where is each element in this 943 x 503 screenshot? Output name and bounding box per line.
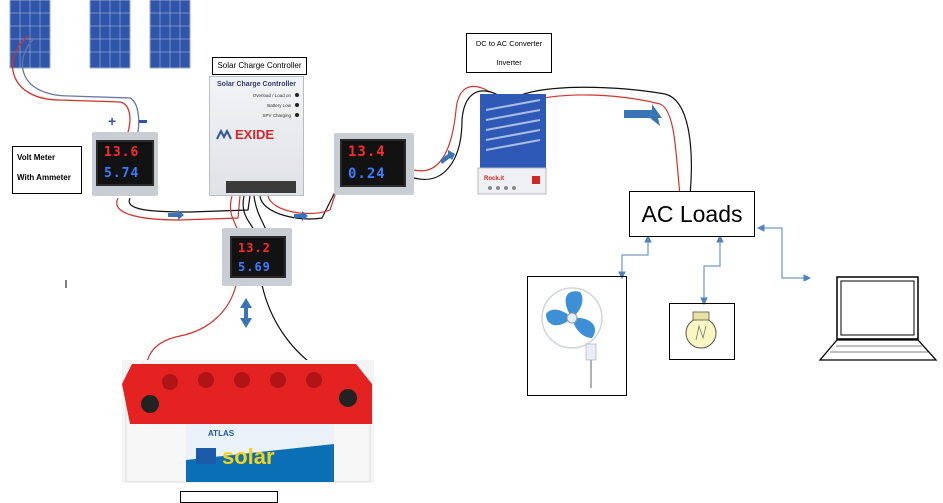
solar-panel-2	[89, 0, 131, 69]
controller-loadmeter-wires	[259, 179, 341, 220]
charge-controller-label: Solar Charge Controller	[212, 57, 307, 75]
indicator-overload: Overload / Load on	[252, 93, 291, 98]
volt-meter-label-line2: With Ammeter	[17, 173, 71, 182]
solar-panels	[9, 0, 191, 69]
flow-arrow-up-right	[440, 150, 455, 164]
panel-meter-current: 5.74	[104, 166, 140, 181]
load-meter-housing: 13.4 0.24	[334, 133, 414, 195]
solar-panel-1	[9, 0, 51, 69]
panel-meter: 13.6 5.74	[96, 140, 154, 186]
battery-label: solar	[222, 444, 275, 469]
flow-arrows	[168, 104, 662, 328]
converter-label-line2: Inverter	[496, 58, 522, 67]
inverter-acloads-wires	[509, 86, 692, 196]
converter-label: DC to AC Converter Inverter	[466, 33, 552, 73]
ac-loads-label: AC Loads	[629, 191, 755, 237]
indicator-led	[295, 93, 299, 97]
meter-controller-wires	[116, 195, 251, 221]
panel-meter-voltage: 13.6	[104, 145, 140, 160]
converter-label-line1: DC to AC Converter	[475, 39, 543, 48]
indicator-spv-charging: SPV Charging	[262, 113, 291, 118]
solar-panel-3	[149, 0, 191, 69]
fan-frame	[527, 276, 627, 396]
load-meter: 13.4 0.24	[340, 139, 406, 187]
battery-meter-voltage: 13.2	[238, 241, 271, 255]
bulb-icon	[685, 311, 717, 349]
flow-arrow-right-2	[294, 211, 308, 221]
battery: ATLAS solar	[122, 360, 374, 483]
fan-icon	[541, 287, 603, 388]
battery-label-box	[180, 491, 278, 503]
loadmeter-inverter-wires	[413, 86, 501, 180]
laptop-icon	[818, 276, 938, 361]
panel-wires	[12, 35, 140, 133]
panel-meter-housing: 13.6 5.74	[92, 132, 158, 196]
battery-meter-housing: 13.2 5.69	[222, 228, 292, 286]
indicator-led	[295, 113, 299, 117]
bulb-frame	[669, 303, 735, 360]
battery-meter-current: 5.69	[238, 260, 271, 274]
load-meter-current: 0.24	[348, 166, 386, 182]
battery-meter: 13.2 5.69	[230, 236, 286, 278]
load-links	[618, 224, 812, 306]
volt-meter-label: Volt Meter With Ammeter	[12, 146, 82, 194]
controller-brand: EXIDE	[235, 127, 275, 142]
inverter: Rock.it	[477, 94, 547, 195]
flow-arrow-right-1	[168, 210, 184, 220]
flow-arrow-down-right	[624, 104, 662, 126]
controller-title: Solar Charge Controller	[217, 81, 296, 88]
controller-terminal-block	[226, 181, 296, 193]
battery-charge-arrow	[240, 298, 252, 328]
controller-batterymeter-wires	[229, 195, 267, 231]
load-meter-voltage: 13.4	[348, 144, 386, 160]
negative-symbol	[139, 120, 147, 123]
indicator-led	[295, 103, 299, 107]
positive-symbol: +	[108, 113, 116, 129]
exide-logo-icon	[216, 129, 232, 140]
charge-controller: Solar Charge Controller Overload / Load …	[209, 76, 304, 196]
inverter-brand: Rock.it	[484, 176, 504, 182]
battery-brand: ATLAS	[208, 429, 235, 438]
volt-meter-label-line1: Volt Meter	[17, 153, 56, 162]
indicator-battery-low: Battery Low	[267, 103, 291, 108]
